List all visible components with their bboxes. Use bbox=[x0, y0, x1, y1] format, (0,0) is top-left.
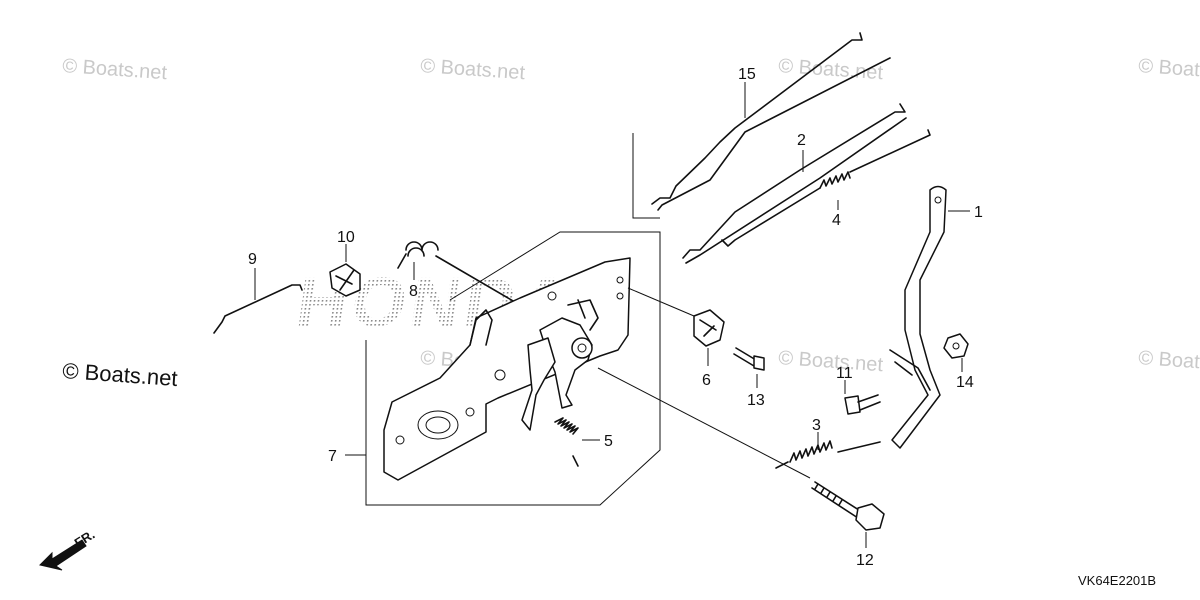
lever-1-arm bbox=[889, 349, 931, 391]
part-number-2[interactable]: 2 bbox=[797, 132, 806, 149]
rod-2 bbox=[682, 103, 907, 264]
assembly-box-7 bbox=[365, 231, 661, 506]
screw-13-head bbox=[753, 355, 765, 371]
bolt-12-thread bbox=[814, 483, 843, 506]
frame-corner bbox=[632, 133, 660, 219]
watermark-top-4: © Boats.net bbox=[1138, 55, 1200, 84]
part-number-5[interactable]: 5 bbox=[604, 433, 613, 450]
part-number-10[interactable]: 10 bbox=[337, 229, 355, 246]
plate-hole-6 bbox=[616, 292, 624, 300]
plate-hole-1 bbox=[395, 435, 405, 445]
choke-lever bbox=[521, 337, 556, 431]
clip-10-detail bbox=[335, 269, 355, 291]
part-number-11[interactable]: 11 bbox=[836, 365, 853, 382]
clip-6-detail bbox=[699, 319, 717, 337]
watermark-boats-net-dark: © Boats.net bbox=[62, 358, 179, 391]
nut-14-hole bbox=[952, 342, 960, 350]
part-number-4[interactable]: 4 bbox=[832, 212, 841, 229]
rod-3 bbox=[775, 441, 881, 469]
spring-5 bbox=[554, 417, 579, 467]
plate-hole-2 bbox=[465, 407, 475, 417]
plate-tab-left bbox=[469, 309, 493, 346]
part-number-1[interactable]: 1 bbox=[974, 204, 983, 221]
plate-hole-4 bbox=[547, 291, 557, 301]
plate-hole-5 bbox=[616, 276, 624, 284]
plate-hole-3 bbox=[494, 369, 506, 381]
lever-1-hole bbox=[934, 196, 942, 204]
lever-pivot bbox=[571, 337, 593, 359]
screw-13 bbox=[733, 347, 757, 367]
part-number-12[interactable]: 12 bbox=[856, 552, 874, 569]
watermark-top-2: © Boats.net bbox=[420, 55, 527, 84]
spring-3 bbox=[789, 440, 833, 463]
bolt-12-shank bbox=[811, 481, 863, 519]
plate-hole-large bbox=[417, 410, 459, 440]
bolt-11-shank bbox=[857, 394, 881, 411]
control-base-plate bbox=[383, 257, 631, 481]
part-number-8[interactable]: 8 bbox=[409, 283, 418, 300]
nut-14 bbox=[943, 333, 969, 359]
lever-pivot-inner bbox=[577, 343, 587, 353]
reference-line-a bbox=[597, 367, 811, 479]
rod-15 bbox=[651, 32, 891, 211]
plate-hole-inner bbox=[425, 416, 451, 434]
rod-4 bbox=[721, 129, 931, 247]
spring-8 bbox=[397, 241, 521, 306]
clip-6 bbox=[693, 309, 725, 347]
bolt-12-head bbox=[855, 503, 885, 531]
spring-4 bbox=[819, 171, 851, 189]
part-number-13[interactable]: 13 bbox=[747, 392, 765, 409]
part-number-14[interactable]: 14 bbox=[956, 374, 974, 391]
lever-detail bbox=[567, 299, 599, 331]
part-number-6[interactable]: 6 bbox=[702, 372, 711, 389]
watermark-mid-3: © Boats.net bbox=[778, 347, 885, 376]
part-number-3[interactable]: 3 bbox=[812, 417, 821, 434]
watermark-top-1: © Boats.net bbox=[62, 55, 169, 84]
watermark-mid-4: © Boats.net bbox=[1138, 347, 1200, 376]
part-number-15[interactable]: 15 bbox=[738, 66, 756, 83]
lever-1 bbox=[891, 185, 947, 449]
part-number-7[interactable]: 7 bbox=[328, 448, 337, 465]
rod-9 bbox=[213, 284, 303, 334]
front-arrow-icon bbox=[39, 539, 87, 571]
diagram-code: VK64E2201B bbox=[1078, 573, 1156, 588]
part-number-9[interactable]: 9 bbox=[248, 251, 257, 268]
bolt-11 bbox=[844, 395, 861, 415]
reference-line-b bbox=[627, 287, 695, 317]
